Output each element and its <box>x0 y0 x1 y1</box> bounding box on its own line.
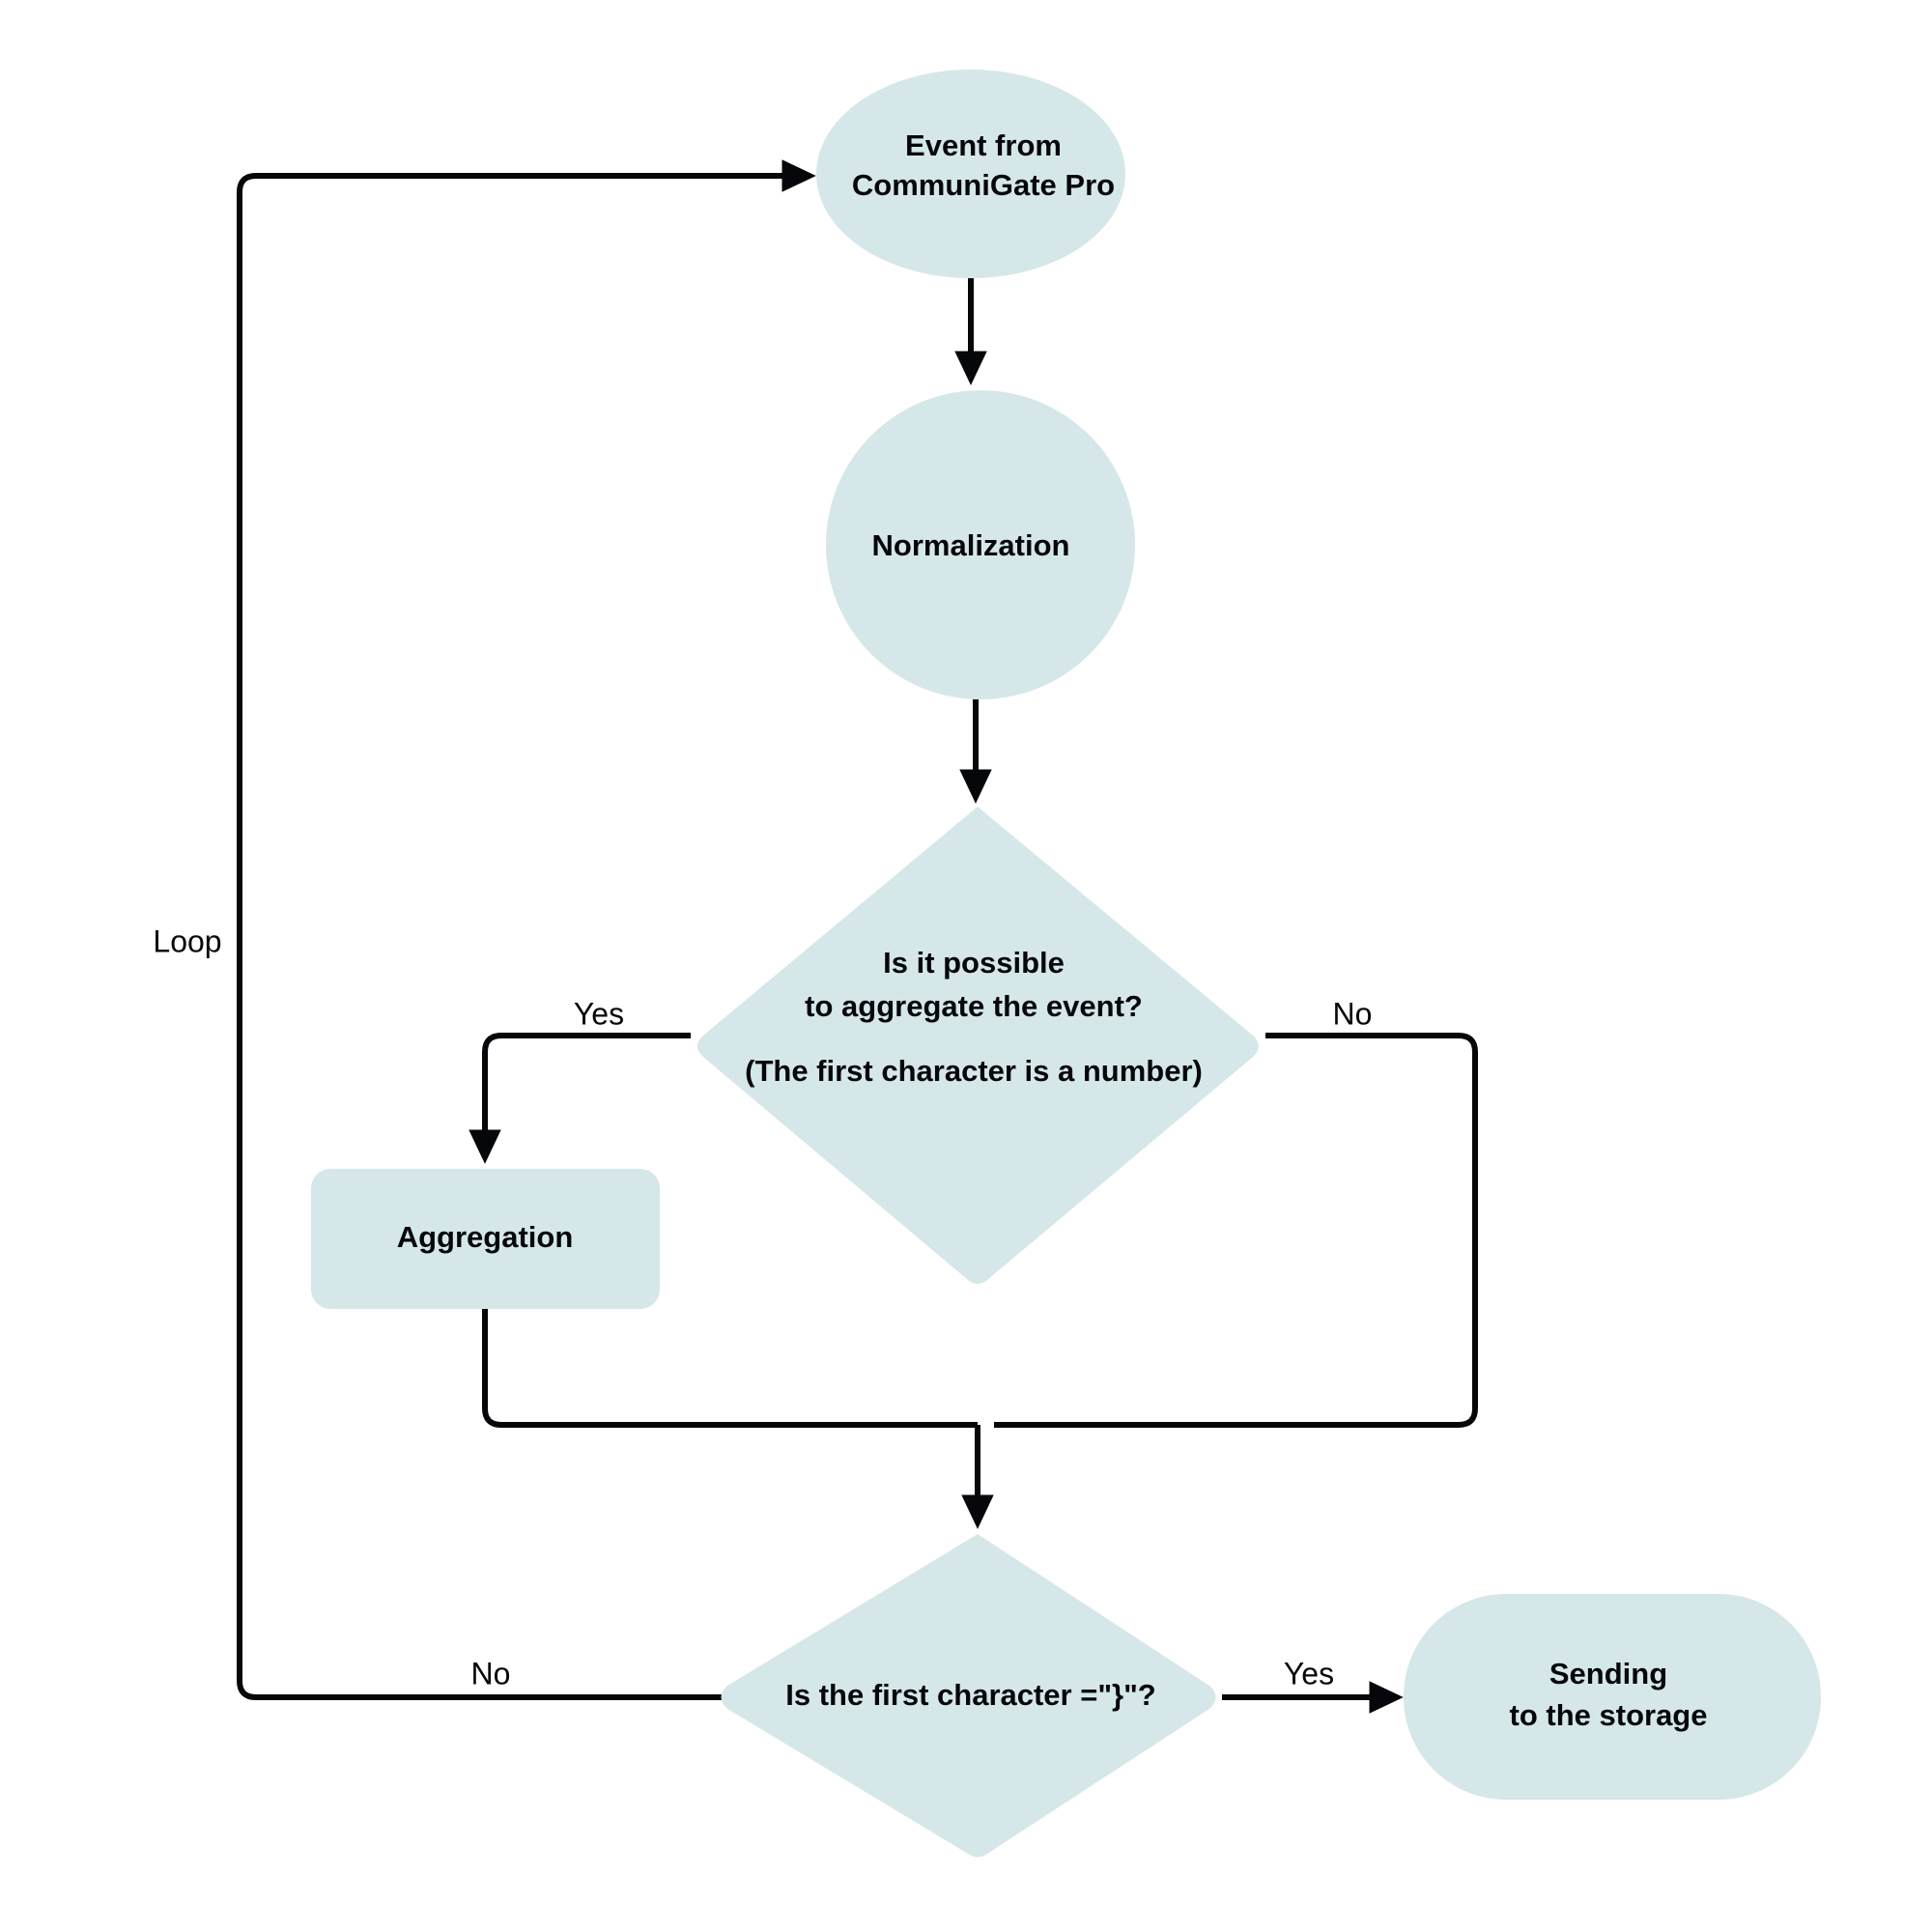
edge-label-aggregate-no: No <box>1333 996 1373 1031</box>
edge-aggregate-no-to-merge <box>994 1033 1478 1428</box>
node-sending-storage[interactable]: Sending to the storage <box>1404 1594 1821 1800</box>
edge-loop-to-event-source <box>237 159 971 1700</box>
aggregate-decision-label-line-2: to aggregate the event? <box>805 989 1143 1023</box>
aggregation-label: Aggregation <box>397 1220 574 1254</box>
normalization-label: Normalization <box>872 528 1070 562</box>
sending-storage-shape <box>1404 1594 1821 1800</box>
aggregation-shape <box>311 1169 660 1309</box>
edge-aggregation-to-merge <box>482 1309 978 1428</box>
node-aggregate-decision[interactable]: Is it possible to aggregate the event? (… <box>697 807 1259 1284</box>
edge-label-loop: Loop <box>153 923 221 958</box>
node-event-source[interactable]: Event from CommuniGate Pro <box>816 70 1125 278</box>
edge-label-brace-yes: Yes <box>1284 1656 1334 1690</box>
normalization-shape <box>826 390 1135 699</box>
edge-label-brace-no: No <box>471 1656 511 1690</box>
node-aggregation[interactable]: Aggregation <box>311 1169 660 1309</box>
sending-storage-label-line-1: Sending <box>1549 1657 1667 1690</box>
node-normalization[interactable]: Normalization <box>826 390 1135 699</box>
aggregate-decision-label-line-3: (The first character is a number) <box>745 1054 1203 1088</box>
event-source-label-line-1: Event from <box>905 128 1062 162</box>
brace-decision-label: Is the first character ="}"? <box>785 1678 1155 1712</box>
aggregate-decision-shape <box>697 807 1259 1284</box>
edge-aggregate-yes-to-aggregation <box>469 1033 691 1164</box>
node-brace-decision[interactable]: Is the first character ="}"? <box>721 1534 1216 1858</box>
edge-label-aggregate-yes: Yes <box>574 996 624 1031</box>
sending-storage-label-line-2: to the storage <box>1510 1698 1708 1732</box>
event-source-shape <box>816 70 1125 278</box>
aggregate-decision-label-line-1: Is it possible <box>883 946 1065 980</box>
event-source-label-line-2: CommuniGate Pro <box>852 168 1115 202</box>
brace-decision-shape <box>721 1534 1216 1858</box>
